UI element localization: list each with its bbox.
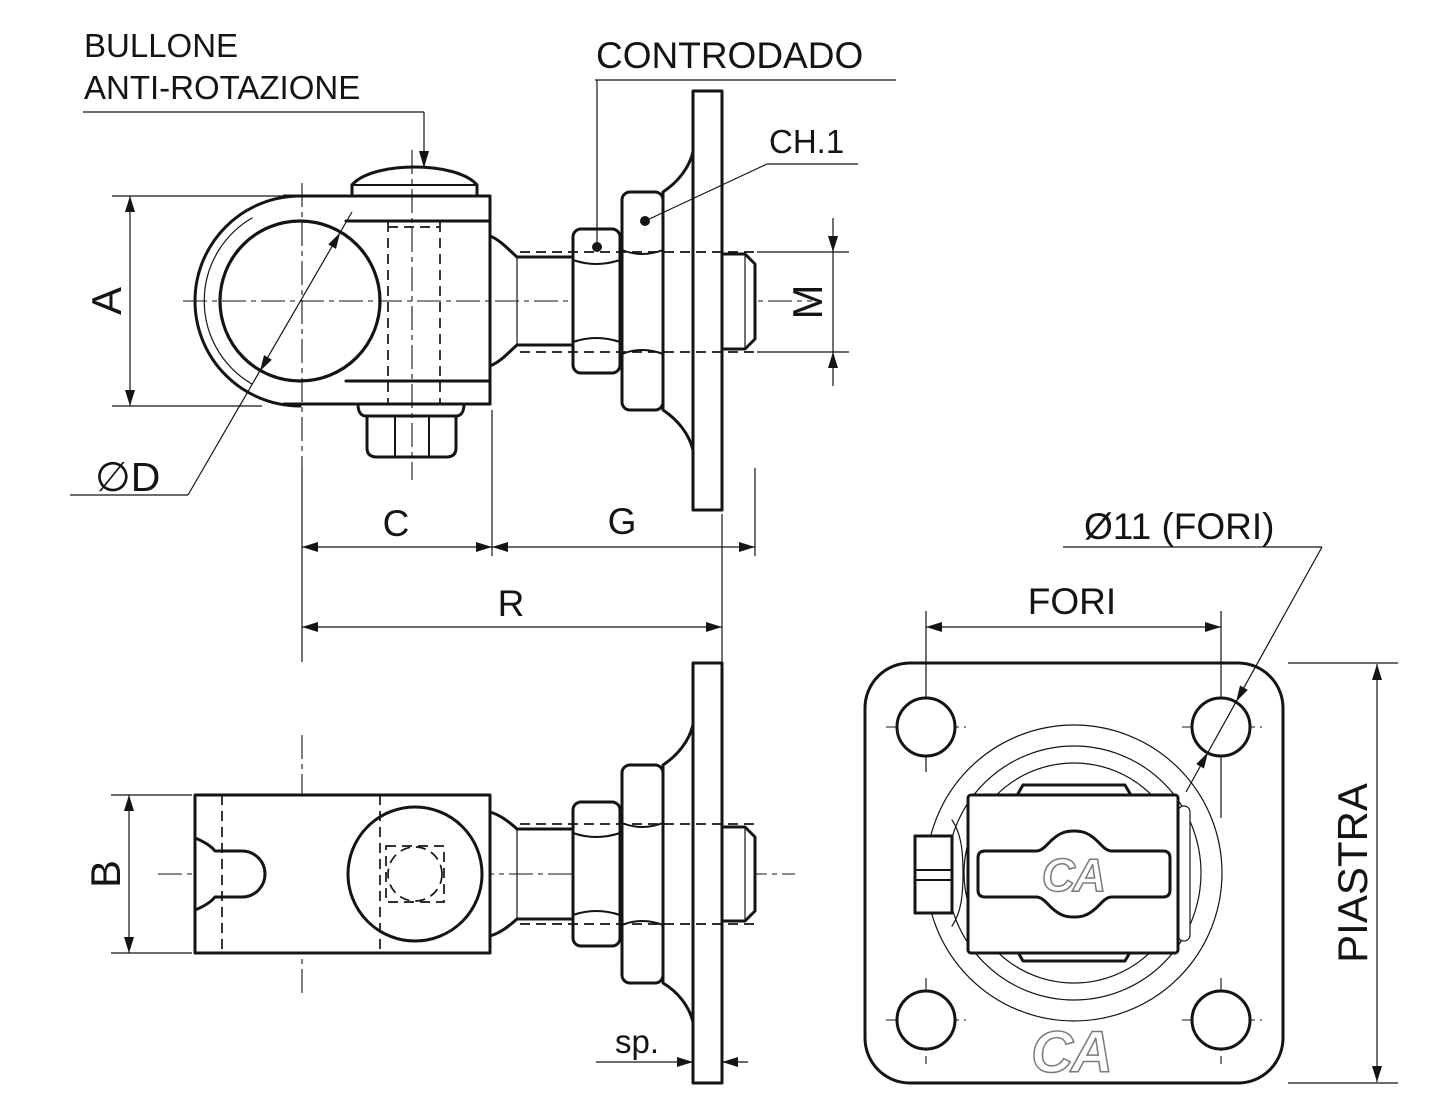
callout-chamfer: CH.1 <box>769 123 844 160</box>
dim-label-hole-diameter: Ø11 (FORI) <box>1084 506 1275 547</box>
cone-washer-plan <box>661 723 695 1024</box>
hidden-square-hole <box>385 845 445 903</box>
eye-circle <box>218 219 382 383</box>
side-view <box>183 89 812 512</box>
plan-view <box>158 661 795 1085</box>
hidden-bolt-circle <box>387 846 443 902</box>
boss-circle <box>346 805 484 943</box>
threaded-tip <box>720 252 757 351</box>
clevis-outer-arc <box>193 194 302 408</box>
callout-bolt-line2: ANTI-ROTAZIONE <box>84 69 360 106</box>
mounting-hole-top-right <box>1190 696 1252 758</box>
callout-locknut: CONTRODADO <box>596 35 863 76</box>
mounting-hole-top-left <box>895 696 957 758</box>
mounting-hole-bottom-right <box>1190 989 1252 1051</box>
plate-side <box>691 89 724 512</box>
lower-nut <box>365 414 458 459</box>
dimensions: A ∅D M C G R <box>70 27 1398 1084</box>
dim-line-d <box>187 211 353 496</box>
clevis-slot <box>193 836 267 912</box>
knuckle-logo: CA <box>1042 849 1104 901</box>
dim-label-a: A <box>83 287 130 315</box>
dim-label-sp: sp. <box>615 1023 659 1060</box>
dim-label-c: C <box>383 503 410 544</box>
clevis-inner-arc <box>203 217 253 385</box>
dim-label-m: M <box>784 285 831 320</box>
dome-bolt-head <box>350 165 479 187</box>
cone-washer <box>661 150 695 452</box>
plan-body <box>193 793 492 955</box>
dim-label-d: ∅D <box>95 454 160 500</box>
dim-label-r: R <box>498 583 525 624</box>
bone-emboss <box>976 829 1172 919</box>
plate-plan <box>691 661 724 1085</box>
plate-front-view: CA CA <box>863 611 1285 1086</box>
mounting-hole-bottom-left <box>895 989 957 1051</box>
fixed-nut <box>620 190 665 412</box>
dim-label-g: G <box>608 501 637 542</box>
plate-logo: CA <box>1031 1020 1111 1085</box>
threaded-tip-plan <box>720 825 757 923</box>
lower-washer <box>356 402 466 418</box>
dim-label-piastra: PIASTRA <box>1329 783 1376 963</box>
leader-hole-diameter <box>1185 546 1323 793</box>
bolt-head-front <box>913 834 954 915</box>
dim-label-b: B <box>82 860 129 888</box>
dim-label-fori: FORI <box>1028 581 1116 622</box>
callout-bolt-line1: BULLONE <box>84 27 238 64</box>
